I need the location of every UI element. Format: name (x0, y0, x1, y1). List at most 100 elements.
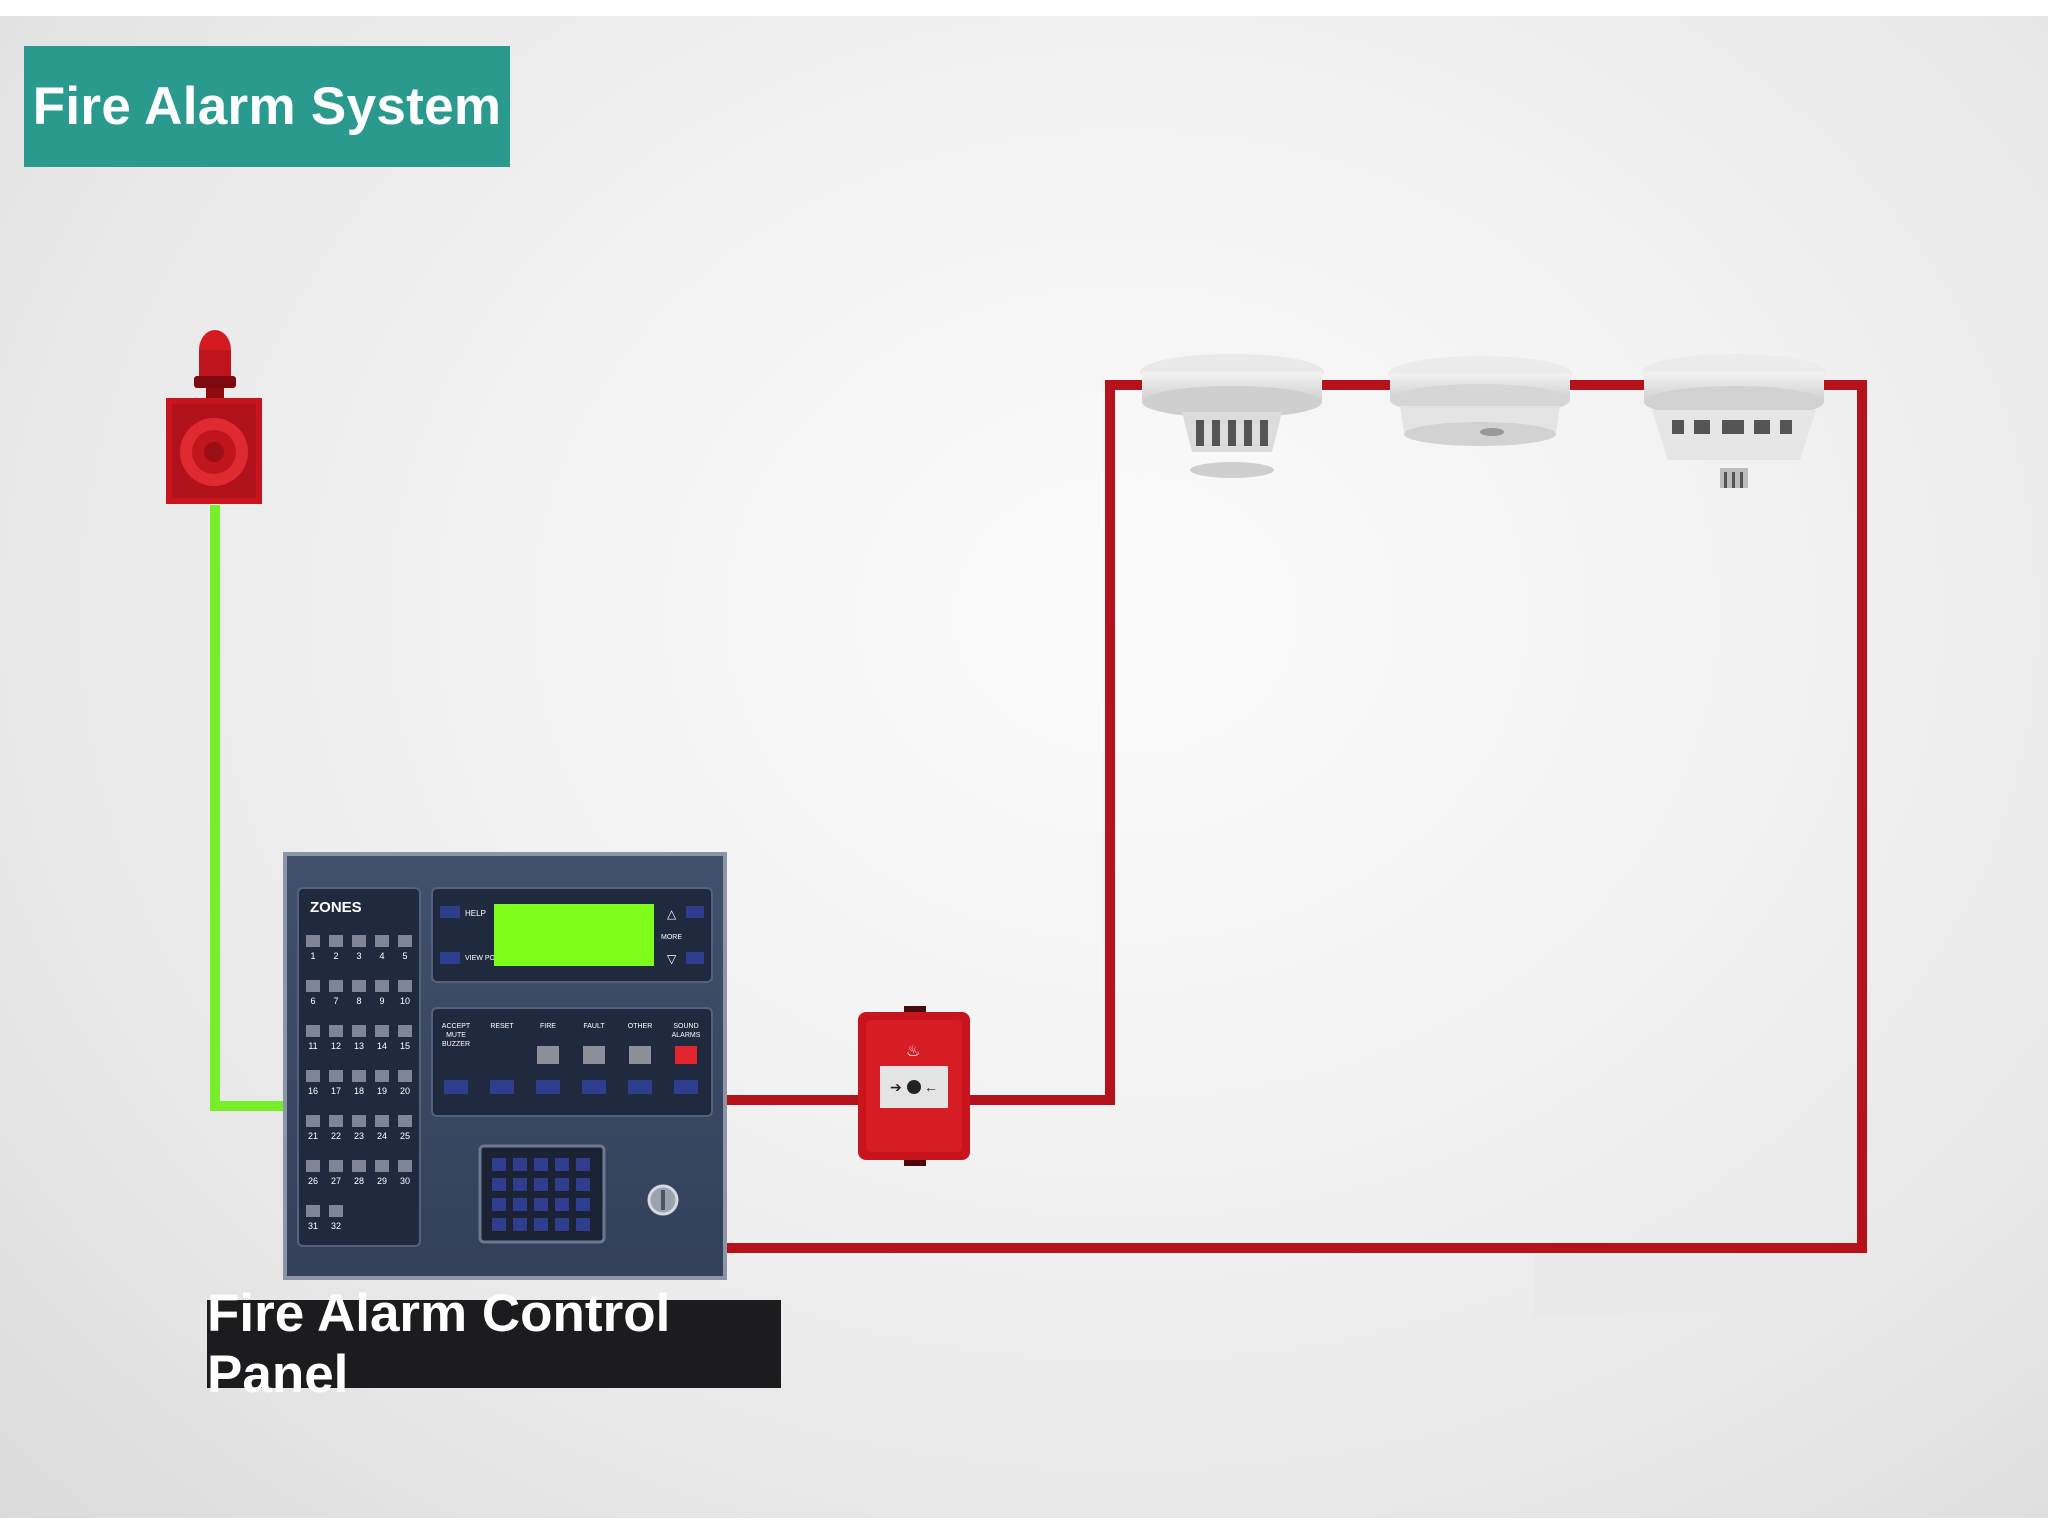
panel-button-label: ACCEPT (442, 1023, 471, 1030)
zone-number: 3 (356, 951, 361, 961)
help-label: HELP (465, 909, 486, 918)
zone-led (398, 1160, 412, 1172)
zone-number: 16 (308, 1086, 318, 1096)
zone-number: 11 (308, 1041, 317, 1051)
zone-number: 10 (400, 996, 410, 1006)
down-arrow-icon: ▽ (667, 952, 677, 966)
keypad-key[interactable] (492, 1178, 506, 1191)
zone-led (352, 1025, 366, 1037)
zone-number: 31 (308, 1221, 318, 1231)
zone-led (329, 935, 343, 947)
zone-led (306, 1025, 320, 1037)
keypad-key[interactable] (576, 1218, 590, 1231)
panel-button[interactable] (536, 1080, 560, 1094)
zone-led (306, 980, 320, 992)
zone-number: 4 (379, 951, 384, 961)
panel-button-label: RESET (490, 1023, 514, 1030)
up-arrow-icon: △ (667, 907, 677, 921)
zone-number: 9 (379, 996, 384, 1006)
zone-number: 29 (377, 1176, 387, 1186)
panel-button-label: FAULT (583, 1023, 605, 1030)
zone-led (306, 1160, 320, 1172)
panel-button[interactable] (444, 1080, 468, 1094)
keypad-key[interactable] (534, 1218, 548, 1231)
zone-number: 12 (331, 1041, 341, 1051)
keypad (492, 1158, 590, 1231)
svg-text:←: ← (924, 1079, 938, 1095)
top-border (0, 0, 2048, 16)
zone-led (375, 1070, 389, 1082)
panel-caption: Fire Alarm Control Panel (207, 1284, 781, 1404)
keypad-key[interactable] (555, 1158, 569, 1171)
zone-number: 2 (333, 951, 338, 961)
zone-led (306, 1115, 320, 1127)
bottom-border (0, 1518, 2048, 1536)
zone-led (329, 1115, 343, 1127)
indicator-lamp (675, 1046, 697, 1064)
indicator-lamp (583, 1046, 605, 1064)
zone-number: 25 (400, 1131, 410, 1141)
zone-number: 18 (354, 1086, 364, 1096)
keypad-key[interactable] (555, 1178, 569, 1191)
keypad-key[interactable] (576, 1178, 590, 1191)
zone-led (306, 935, 320, 947)
zone-number: 1 (310, 951, 315, 961)
keypad-key[interactable] (555, 1218, 569, 1231)
keypad-key[interactable] (513, 1158, 527, 1171)
keypad-key[interactable] (555, 1198, 569, 1211)
zone-led (329, 1025, 343, 1037)
lcd-display (494, 904, 654, 966)
zone-led (398, 980, 412, 992)
zone-led (375, 1025, 389, 1037)
panel-button-label: BUZZER (442, 1041, 470, 1048)
zone-led (398, 1025, 412, 1037)
zone-led (398, 1070, 412, 1082)
panel-button[interactable] (582, 1080, 606, 1094)
zone-led (352, 1160, 366, 1172)
zone-number: 20 (400, 1086, 410, 1096)
keypad-key[interactable] (534, 1158, 548, 1171)
zone-number: 6 (310, 996, 315, 1006)
zone-number: 26 (308, 1176, 318, 1186)
keypad-key[interactable] (492, 1198, 506, 1211)
view-points-label: VIEW POINTS (465, 955, 511, 962)
zone-led (329, 1070, 343, 1082)
svg-text:♨: ♨ (906, 1043, 920, 1060)
keypad-key[interactable] (576, 1198, 590, 1211)
keypad-key[interactable] (534, 1198, 548, 1211)
zone-number: 8 (356, 996, 361, 1006)
zone-number: 32 (331, 1221, 341, 1231)
zone-number: 28 (354, 1176, 364, 1186)
zone-led (375, 935, 389, 947)
more-label: MORE (661, 934, 682, 941)
keypad-key[interactable] (513, 1178, 527, 1191)
keypad-key[interactable] (492, 1218, 506, 1231)
indicator-lamp (629, 1046, 651, 1064)
zone-led (398, 1115, 412, 1127)
panel-button[interactable] (674, 1080, 698, 1094)
zone-number: 15 (400, 1041, 410, 1051)
panel-button-label: MUTE (446, 1032, 466, 1039)
siren-icon (166, 330, 262, 504)
zone-led (398, 935, 412, 947)
keypad-key[interactable] (513, 1198, 527, 1211)
panel-button[interactable] (628, 1080, 652, 1094)
zone-number: 30 (400, 1176, 410, 1186)
keypad-key[interactable] (576, 1158, 590, 1171)
zone-number: 21 (308, 1131, 318, 1141)
panel-button-label: SOUND (673, 1023, 698, 1030)
siren-wire (210, 505, 285, 1111)
keypad-key[interactable] (513, 1218, 527, 1231)
keypad-key[interactable] (534, 1178, 548, 1191)
panel-button-label: ALARMS (672, 1032, 701, 1039)
panel-button[interactable] (490, 1080, 514, 1094)
zone-led (329, 1160, 343, 1172)
zone-number: 5 (402, 951, 407, 961)
zone-number: 24 (377, 1131, 387, 1141)
zone-number: 14 (377, 1041, 387, 1051)
smoke-detector-icon (1388, 356, 1572, 446)
keypad-key[interactable] (492, 1158, 506, 1171)
